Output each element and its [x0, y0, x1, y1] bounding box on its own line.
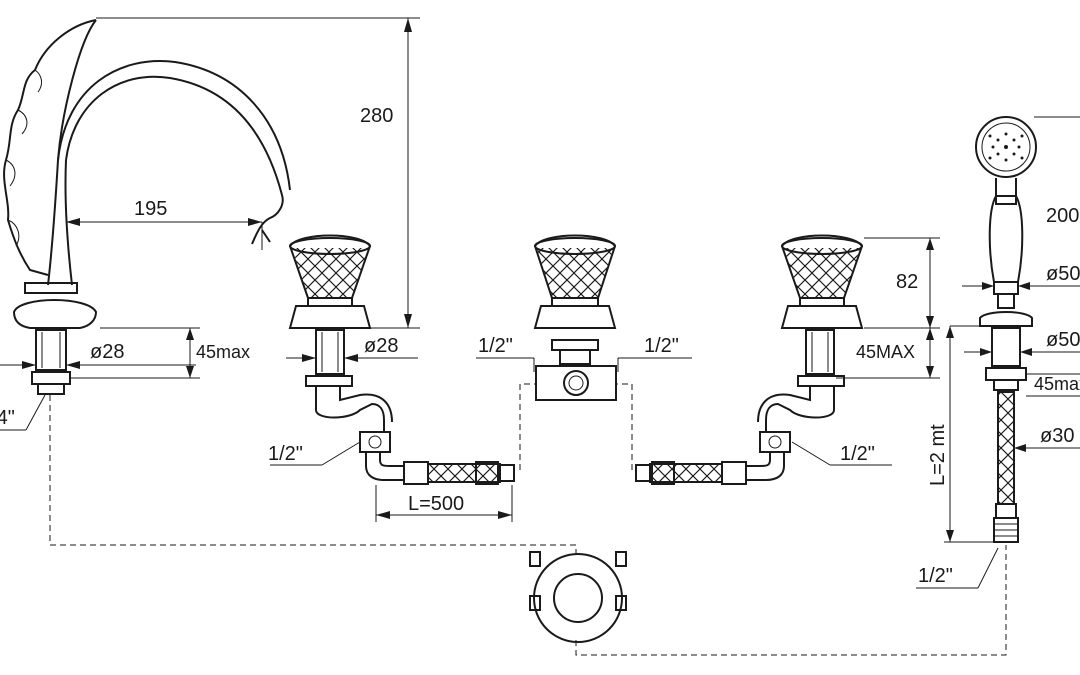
handle-left-thread-label: 1/2"	[268, 443, 303, 465]
shower-length-label: 200	[1046, 205, 1079, 227]
spout-max-label: 45max	[196, 342, 250, 362]
dashed-connections	[49, 395, 1007, 656]
center-diverter: 1/2" 1/2"	[476, 234, 692, 470]
handle-max-label: 45MAX	[856, 342, 915, 362]
shower-thread-label: 1/2"	[918, 565, 953, 587]
left-hose: L=500	[365, 452, 515, 522]
shower-d50-bottom-label: ø50	[1046, 329, 1080, 351]
spout-thread-label: 3/4"	[0, 407, 15, 429]
right-handle-dimensions: 82 45MAX 1/2"	[791, 237, 940, 466]
shower-dimensions: 200 ø50 ø50 45max ø30 L=2 mt 1/2"	[916, 116, 1080, 589]
left-handle-dimensions: ø28 1/2"	[268, 335, 418, 466]
right-hose	[635, 452, 785, 485]
valve-left-thread-label: 1/2"	[478, 335, 513, 357]
shower-hose-label: L=2 mt	[927, 424, 949, 486]
spout-height-label: 280	[360, 105, 393, 127]
hand-shower	[975, 116, 1037, 543]
left-handle	[288, 234, 393, 453]
spout-dimensions: 280 195 ø28 45max 3/4"	[0, 17, 420, 431]
spout-diameter-label: ø28	[90, 341, 124, 363]
shower-d30-label: ø30	[1040, 425, 1074, 447]
handle-diameter-label: ø28	[364, 335, 398, 357]
spout-reach-label: 195	[134, 198, 167, 220]
hose-length-label: L=500	[408, 493, 464, 515]
handle-right-thread-label: 1/2"	[840, 443, 875, 465]
bottom-connector	[529, 551, 627, 643]
valve-right-thread-label: 1/2"	[644, 335, 679, 357]
shower-d50-top-label: ø50	[1046, 263, 1080, 285]
shower-max-label: 45max	[1034, 374, 1080, 394]
handle-height-label: 82	[896, 271, 918, 293]
right-handle	[757, 234, 864, 453]
